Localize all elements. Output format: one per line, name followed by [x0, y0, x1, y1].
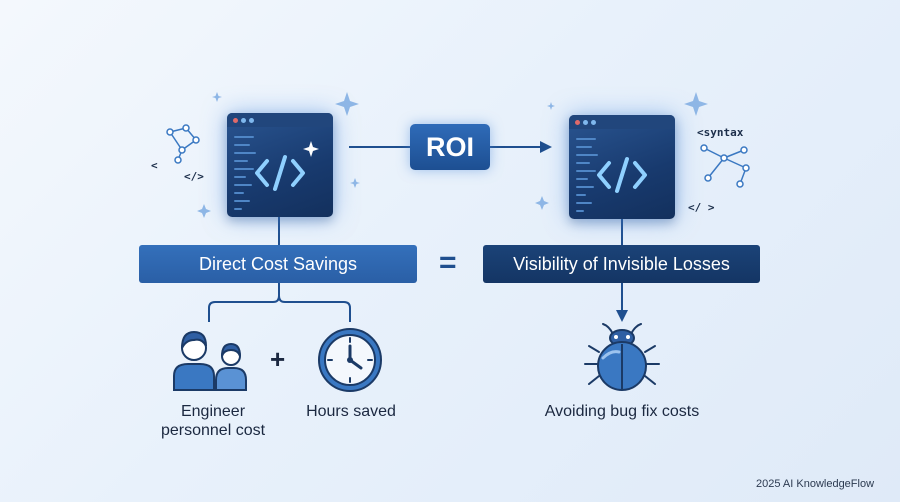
sparkle-icon	[684, 92, 708, 116]
roi-box: ROI	[410, 124, 490, 170]
engineer-cost-line1: Engineer	[180, 403, 246, 420]
code-brackets-icon	[234, 136, 319, 210]
footer-credit: 2025 AI KnowledgeFlow	[756, 478, 875, 490]
code-window-right	[569, 115, 675, 219]
engineer-cost-line2: personnel cost	[160, 422, 266, 439]
window-titlebar	[569, 115, 675, 129]
sparkle-icon	[197, 204, 211, 218]
code-window-left	[227, 113, 333, 217]
direct-cost-savings-pill: Direct Cost Savings	[139, 245, 417, 283]
code-label-right-close: </ >	[688, 201, 715, 214]
sparkle-icon	[212, 92, 222, 102]
code-label-right-syntax: <syntax	[697, 126, 744, 139]
network-left-icon	[166, 124, 200, 164]
code-brackets-icon	[576, 138, 647, 212]
window-titlebar	[227, 113, 333, 127]
plus-sign: +	[270, 344, 286, 374]
clock-icon	[318, 328, 382, 392]
code-label-left-close: </>	[184, 170, 204, 183]
people-icon	[173, 330, 247, 391]
sparkle-icon	[535, 196, 549, 210]
bug-fix-label: Avoiding bug fix costs	[544, 403, 700, 420]
sparkle-icon	[335, 92, 359, 116]
invisible-losses-pill: Visibility of Invisible Losses	[483, 245, 760, 283]
equals-sign: =	[439, 246, 457, 279]
hours-saved-label: Hours saved	[306, 403, 396, 420]
network-right-icon	[700, 144, 750, 188]
sparkle-icon	[350, 178, 360, 188]
bug-icon	[584, 323, 660, 391]
sparkle-icon	[547, 102, 555, 110]
code-label-left-open: <	[151, 159, 158, 172]
engineer-cost-label: Engineer personnel cost	[148, 402, 278, 440]
